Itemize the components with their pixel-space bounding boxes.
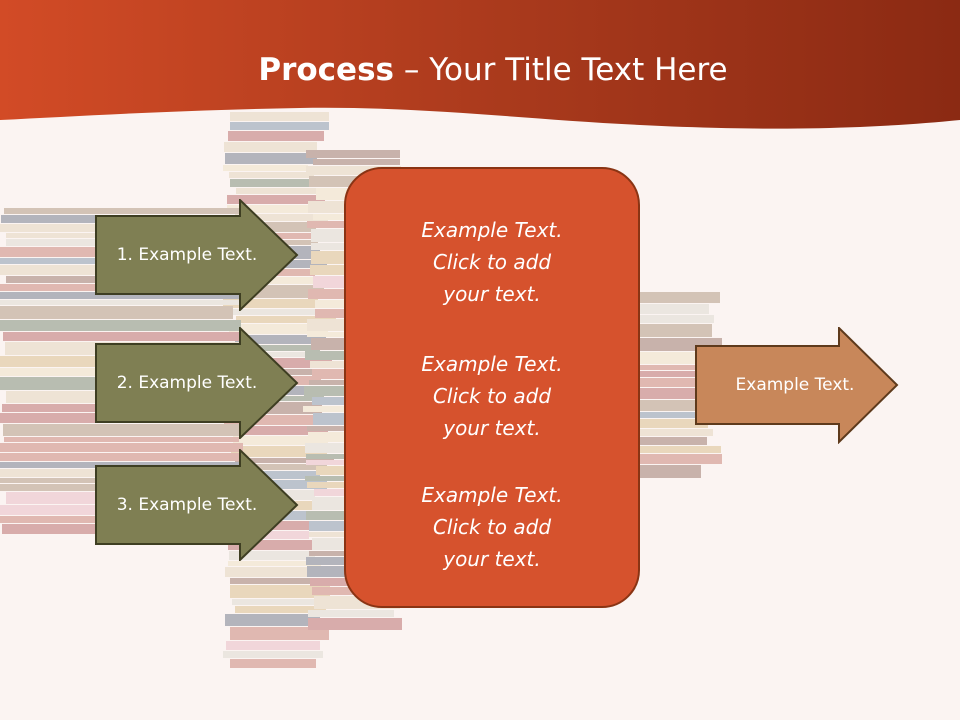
input-arrow-label: 3. Example Text. xyxy=(116,495,258,515)
arrow-shape xyxy=(95,199,299,311)
arrow-shape xyxy=(695,327,899,444)
arrow-shape xyxy=(95,449,299,561)
center-text-2[interactable]: Example Text. Click to add your text. xyxy=(421,352,563,440)
title-rest: – Your Title Text Here xyxy=(394,52,728,88)
arrow-shape xyxy=(95,327,299,439)
center-text-1[interactable]: Example Text. Click to add your text. xyxy=(421,218,563,306)
center-text-3[interactable]: Example Text. Click to add your text. xyxy=(421,483,563,571)
input-arrow-1[interactable]: 1. Example Text. xyxy=(95,199,299,311)
input-arrow-3[interactable]: 3. Example Text. xyxy=(95,449,299,561)
header-band xyxy=(0,0,960,129)
output-arrow[interactable]: Example Text. xyxy=(695,327,899,444)
title-bold: Process xyxy=(258,52,394,88)
center-process-box[interactable]: Example Text. Click to add your text. Ex… xyxy=(344,167,640,608)
input-arrow-label: 1. Example Text. xyxy=(116,245,258,265)
input-arrow-2[interactable]: 2. Example Text. xyxy=(95,327,299,439)
slide-title[interactable]: Process – Your Title Text Here xyxy=(0,52,960,88)
input-arrow-label: 2. Example Text. xyxy=(116,373,258,393)
output-arrow-label: Example Text. xyxy=(735,375,855,395)
